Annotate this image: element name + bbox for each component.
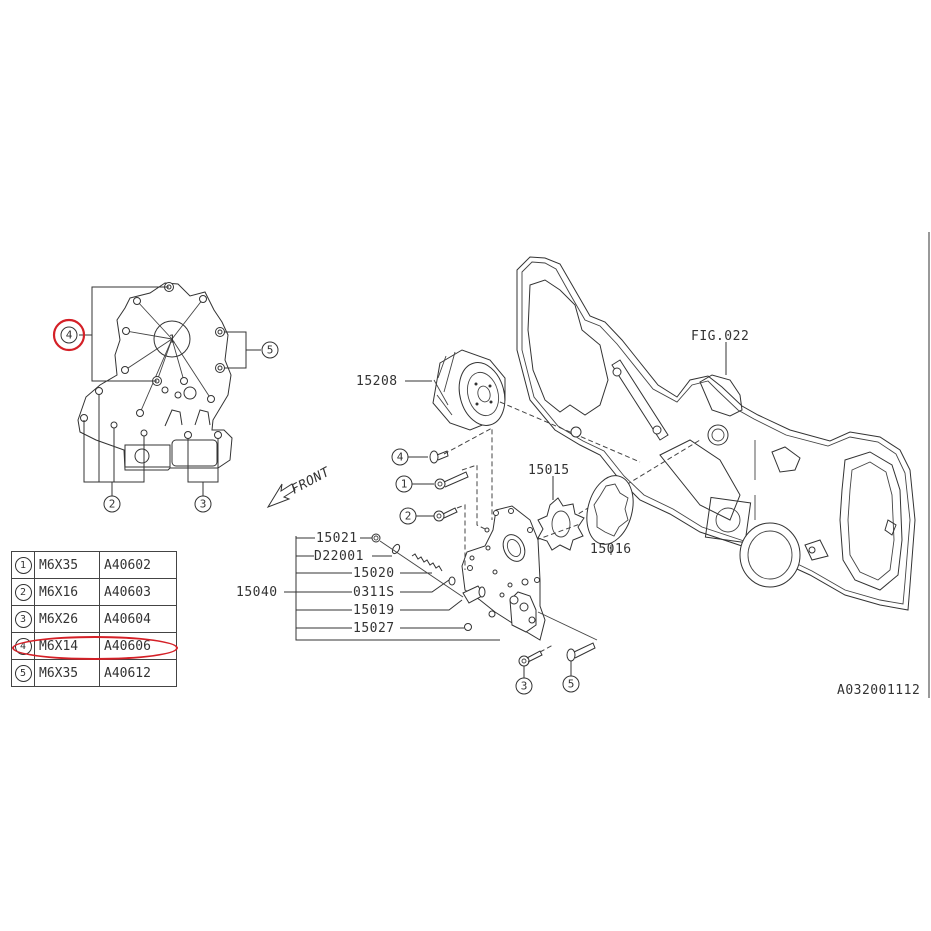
label-0311s: 0311S bbox=[353, 585, 395, 600]
bolt-part-number: A40604 bbox=[99, 605, 177, 633]
svg-text:2: 2 bbox=[109, 498, 116, 511]
relief-valve-assembly: 15040 15021 D22001 15020 0311S 15019 150… bbox=[236, 531, 500, 641]
bolt-callout-3: 3 bbox=[515, 650, 543, 695]
outer-rotor-15016: 15016 bbox=[586, 475, 634, 557]
bolt-part-number: A40606 bbox=[99, 632, 177, 660]
bolt-location-inset: 1 4 5 2 3 bbox=[52, 282, 279, 513]
bolt-callout-2: 2 bbox=[399, 507, 458, 525]
bolt-spec-table: 1 M6X35 A40602 2 M6X16 A40603 3 M6X26 A4… bbox=[11, 551, 177, 687]
oil-pump-body bbox=[461, 505, 546, 641]
label-15208: 15208 bbox=[356, 374, 398, 389]
bolt-size: M6X35 bbox=[34, 551, 100, 579]
label-15016: 15016 bbox=[590, 542, 632, 557]
callout-badge: 4 bbox=[14, 637, 32, 655]
bolt-part-number: A40603 bbox=[99, 578, 177, 606]
inset-callout-4: 4 bbox=[52, 318, 86, 352]
bolt-part-number: A40602 bbox=[99, 551, 177, 579]
label-15040: 15040 bbox=[236, 585, 278, 600]
table-row: 5 M6X35 A40612 bbox=[11, 659, 177, 687]
svg-text:1: 1 bbox=[169, 333, 176, 346]
callout-badge: 1 bbox=[14, 556, 32, 574]
svg-text:3: 3 bbox=[521, 680, 528, 693]
svg-text:5: 5 bbox=[267, 344, 274, 357]
inset-callout-2: 2 bbox=[103, 495, 121, 513]
oil-filter: 15208 bbox=[356, 349, 506, 431]
label-d22001: D22001 bbox=[314, 549, 364, 564]
svg-text:3: 3 bbox=[200, 498, 207, 511]
figure-code: A032001112 bbox=[837, 683, 920, 698]
callout-badge: 3 bbox=[14, 610, 32, 628]
bolt-size: M6X14 bbox=[34, 632, 100, 660]
table-row: 1 M6X35 A40602 bbox=[11, 551, 177, 579]
table-row-highlighted: 4 M6X14 A40606 bbox=[11, 632, 177, 660]
label-15015: 15015 bbox=[528, 463, 570, 478]
front-cover-fig022: FIG.022 bbox=[516, 256, 916, 611]
bolt-callout-4: 4 bbox=[391, 448, 449, 466]
label-15019: 15019 bbox=[353, 603, 395, 618]
front-direction-indicator: FRONT bbox=[266, 464, 333, 508]
svg-text:2: 2 bbox=[405, 510, 412, 523]
inset-callout-3: 3 bbox=[194, 495, 212, 513]
inner-rotor-15015: 15015 bbox=[528, 463, 585, 551]
label-15020: 15020 bbox=[353, 566, 395, 581]
bolt-size: M6X26 bbox=[34, 605, 100, 633]
bolt-callout-1: 1 bbox=[395, 471, 469, 493]
svg-text:4: 4 bbox=[397, 451, 404, 464]
callout-badge: 5 bbox=[14, 664, 32, 682]
label-15021: 15021 bbox=[316, 531, 358, 546]
label-fig022: FIG.022 bbox=[691, 329, 749, 344]
table-row: 2 M6X16 A40603 bbox=[11, 578, 177, 606]
bolt-size: M6X35 bbox=[34, 659, 100, 687]
svg-text:1: 1 bbox=[401, 478, 408, 491]
callout-badge: 2 bbox=[14, 583, 32, 601]
svg-text:5: 5 bbox=[568, 678, 575, 691]
front-label: FRONT bbox=[289, 464, 333, 497]
bolt-size: M6X16 bbox=[34, 578, 100, 606]
inset-callout-5: 5 bbox=[261, 341, 279, 359]
bolt-part-number: A40612 bbox=[99, 659, 177, 687]
table-row: 3 M6X26 A40604 bbox=[11, 605, 177, 633]
bolt-callout-5: 5 bbox=[562, 642, 596, 693]
label-15027: 15027 bbox=[353, 621, 395, 636]
highlight-circle-4 bbox=[52, 318, 86, 352]
inset-callout-1: 1 bbox=[169, 333, 176, 346]
svg-text:4: 4 bbox=[66, 329, 73, 342]
